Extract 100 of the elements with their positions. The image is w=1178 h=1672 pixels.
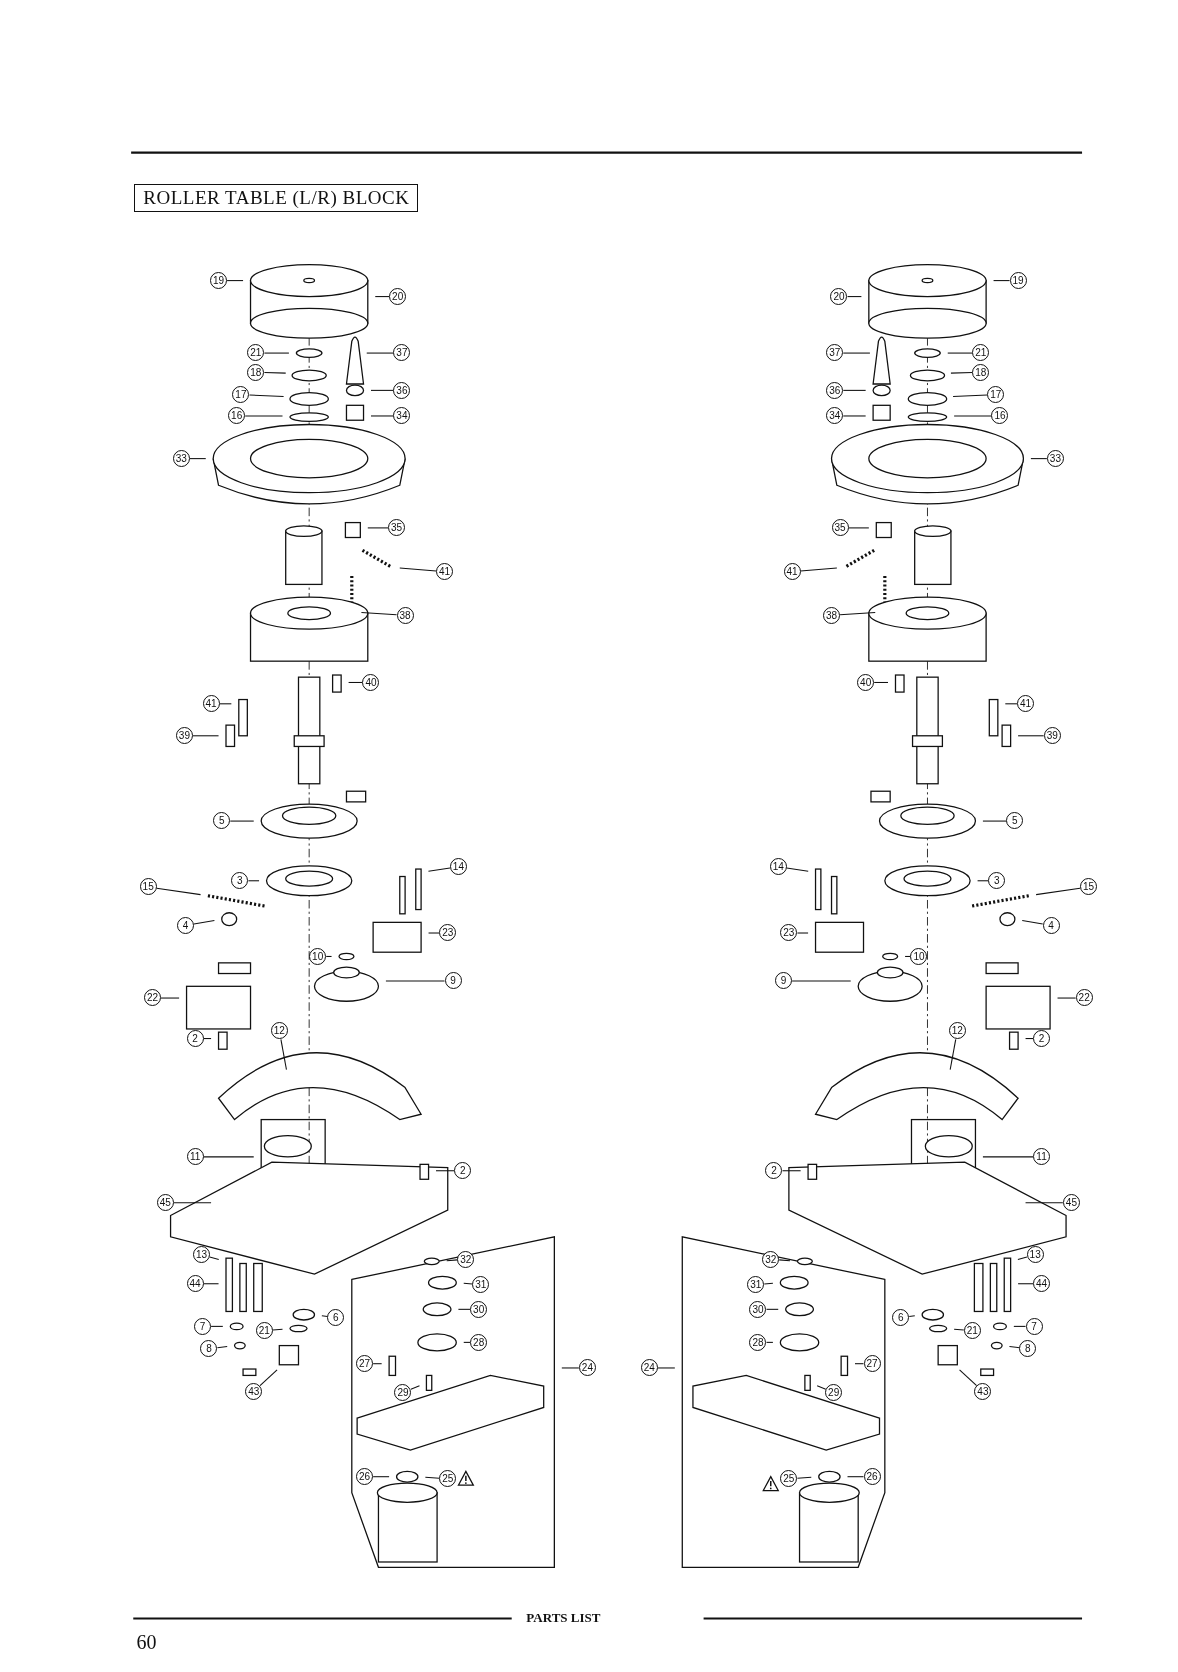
callout-number: 35 — [388, 519, 406, 537]
leader-line — [993, 280, 1011, 282]
leader-line — [360, 612, 398, 616]
leader-line — [160, 997, 180, 999]
callout-number: 24 — [640, 1359, 658, 1377]
leader-line — [982, 1156, 1034, 1158]
callout-number: 30 — [470, 1300, 488, 1318]
callout-number: 31 — [747, 1276, 765, 1294]
leader-line — [778, 1259, 791, 1262]
block-title: ROLLER TABLE (L/R) BLOCK — [134, 184, 419, 213]
leader-line — [248, 394, 285, 397]
leader-line — [839, 612, 876, 616]
callout-number: 27 — [863, 1355, 881, 1372]
leader-line — [1057, 997, 1077, 999]
leader-line — [370, 415, 394, 417]
leader-line — [873, 681, 889, 684]
callout-number: 9 — [444, 972, 462, 990]
leader-line — [463, 1341, 471, 1343]
leader-line — [1008, 1346, 1020, 1349]
callout-number: 41 — [202, 695, 220, 713]
callout-number: 32 — [762, 1250, 780, 1268]
leader-line — [229, 820, 255, 822]
leader-line — [385, 980, 446, 982]
leader-line — [244, 415, 284, 417]
leader-line — [192, 735, 220, 737]
leader-line — [1017, 735, 1045, 737]
leader-line — [325, 955, 333, 957]
callout-number: 33 — [172, 449, 190, 467]
callout-number: 14 — [769, 858, 787, 876]
leader-line — [374, 296, 390, 298]
callout-number: 31 — [472, 1276, 490, 1294]
callout-number: 6 — [892, 1309, 910, 1327]
callout-number: 29 — [825, 1383, 843, 1401]
callout-number: 18 — [972, 363, 990, 381]
callout-number: 4 — [1042, 916, 1060, 934]
callout-number: 26 — [863, 1468, 881, 1485]
leader-line — [446, 1259, 458, 1262]
leader-line — [977, 880, 989, 882]
callout-number: 41 — [1017, 695, 1035, 713]
callout-number: 19 — [210, 271, 228, 289]
leader-line — [953, 415, 992, 417]
leader-line — [216, 1346, 228, 1349]
callout-number: 8 — [200, 1340, 218, 1358]
callout-number: 22 — [1075, 989, 1093, 1007]
callout-number: 45 — [1062, 1194, 1080, 1211]
leader-line — [203, 1283, 220, 1285]
callout-number: 8 — [1019, 1340, 1037, 1358]
callout-number: 13 — [193, 1246, 210, 1264]
callout-number: 36 — [393, 381, 411, 399]
leader-line — [847, 296, 862, 298]
leader-line — [428, 932, 440, 934]
leader-line — [193, 919, 215, 925]
callout-number: 19 — [1009, 271, 1027, 289]
callout-number: 37 — [826, 344, 844, 362]
callout-number: 2 — [765, 1162, 783, 1180]
leader-line — [791, 980, 852, 982]
callout-number: 34 — [826, 407, 844, 425]
callout-number: 6 — [327, 1309, 345, 1327]
leader-line — [156, 887, 202, 896]
callout-number: 21 — [972, 344, 990, 362]
leader-line — [842, 415, 867, 417]
leader-line — [348, 681, 363, 684]
leader-line — [410, 1385, 421, 1390]
callout-number: 34 — [393, 407, 411, 425]
callout-number: 32 — [457, 1250, 475, 1268]
callout-number: 15 — [1079, 878, 1097, 896]
callout-number: 7 — [1025, 1317, 1043, 1335]
leader-line — [842, 352, 871, 354]
callout-number: 44 — [186, 1275, 204, 1293]
callout-number: 40 — [362, 673, 380, 691]
leader-line — [1017, 1256, 1028, 1260]
leader-line — [763, 1282, 774, 1285]
page-number: 60 — [136, 1631, 157, 1655]
leader-line — [366, 352, 394, 354]
callout-number: 13 — [1026, 1246, 1044, 1264]
leader-line — [657, 1367, 676, 1369]
callout-number: 14 — [449, 858, 467, 876]
callout-number: 36 — [826, 381, 844, 399]
leader-line — [949, 1038, 957, 1071]
leader-line — [796, 1476, 812, 1479]
leader-line — [781, 1170, 802, 1172]
leader-line — [1025, 1038, 1034, 1040]
leader-line — [457, 1308, 471, 1310]
callout-number: 33 — [1046, 449, 1064, 467]
callout-number: 35 — [831, 519, 849, 537]
callout-number: 10 — [309, 947, 327, 965]
leader-line — [953, 1328, 965, 1331]
leader-line — [370, 389, 394, 391]
callout-number: 27 — [356, 1355, 374, 1372]
callout-number: 7 — [194, 1317, 212, 1335]
callout-number: 41 — [783, 562, 801, 580]
callout-number: 39 — [175, 727, 193, 745]
leader-line — [203, 1156, 255, 1158]
leader-line — [463, 1282, 473, 1285]
callout-number: 16 — [228, 407, 246, 425]
callout-number: 5 — [213, 812, 231, 830]
callout-number: 5 — [1006, 812, 1024, 830]
leader-line — [203, 1038, 212, 1040]
leader-line — [173, 1202, 212, 1204]
callout-number: 43 — [245, 1382, 263, 1400]
